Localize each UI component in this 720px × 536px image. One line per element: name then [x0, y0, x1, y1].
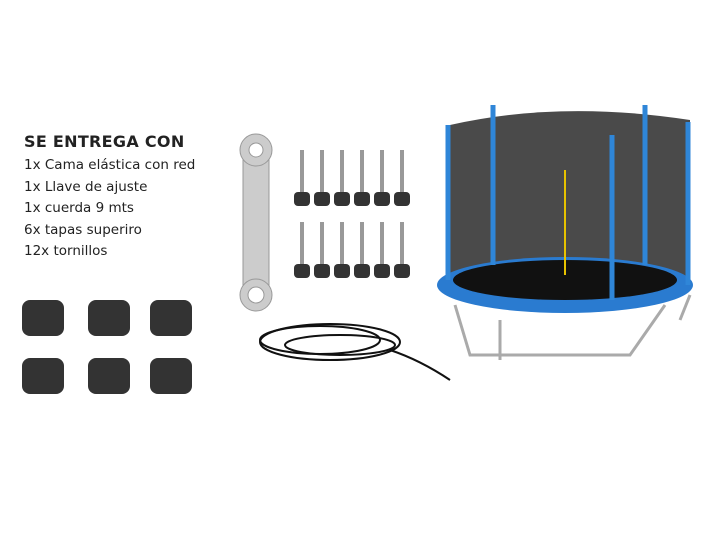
heading: SE ENTREGA CON	[24, 132, 185, 151]
wrench	[239, 133, 273, 312]
bolt-nut	[334, 264, 350, 278]
item: 6x tapas superiro	[24, 221, 142, 238]
trampoline	[437, 105, 693, 360]
bolt	[300, 150, 304, 192]
bolt	[380, 150, 384, 192]
bolt-nut	[294, 192, 310, 206]
bolt-nut	[394, 264, 410, 278]
bolt	[340, 222, 344, 264]
item: 12x tornillos	[24, 243, 108, 259]
bolt	[320, 222, 324, 264]
contents-list: SE ENTREGA CON 1x Cama elástica con red …	[24, 132, 195, 263]
bolt-nut	[334, 192, 350, 206]
bolts	[294, 150, 410, 278]
item: 1x Cama elástica con red	[24, 157, 196, 173]
bolt	[360, 150, 364, 192]
rope	[259, 323, 451, 381]
bolt	[340, 150, 344, 192]
bolt	[360, 222, 364, 264]
bolt-nut	[354, 192, 370, 206]
bolt-nut	[394, 192, 410, 206]
bolt-nut	[374, 192, 390, 206]
bolt	[400, 222, 404, 264]
end-caps	[22, 300, 192, 394]
bolt-nut	[314, 192, 330, 206]
bolt-nut	[314, 264, 330, 278]
bolt-nut	[354, 264, 370, 278]
bolt	[400, 150, 404, 192]
item: 1x Llave de ajuste	[24, 178, 148, 195]
bolt	[320, 150, 324, 192]
bolt-nut	[294, 264, 310, 278]
bolt	[380, 222, 384, 264]
item: 1x cuerda 9 mts	[24, 200, 134, 216]
bolt-nut	[374, 264, 390, 278]
bolt	[300, 222, 304, 264]
